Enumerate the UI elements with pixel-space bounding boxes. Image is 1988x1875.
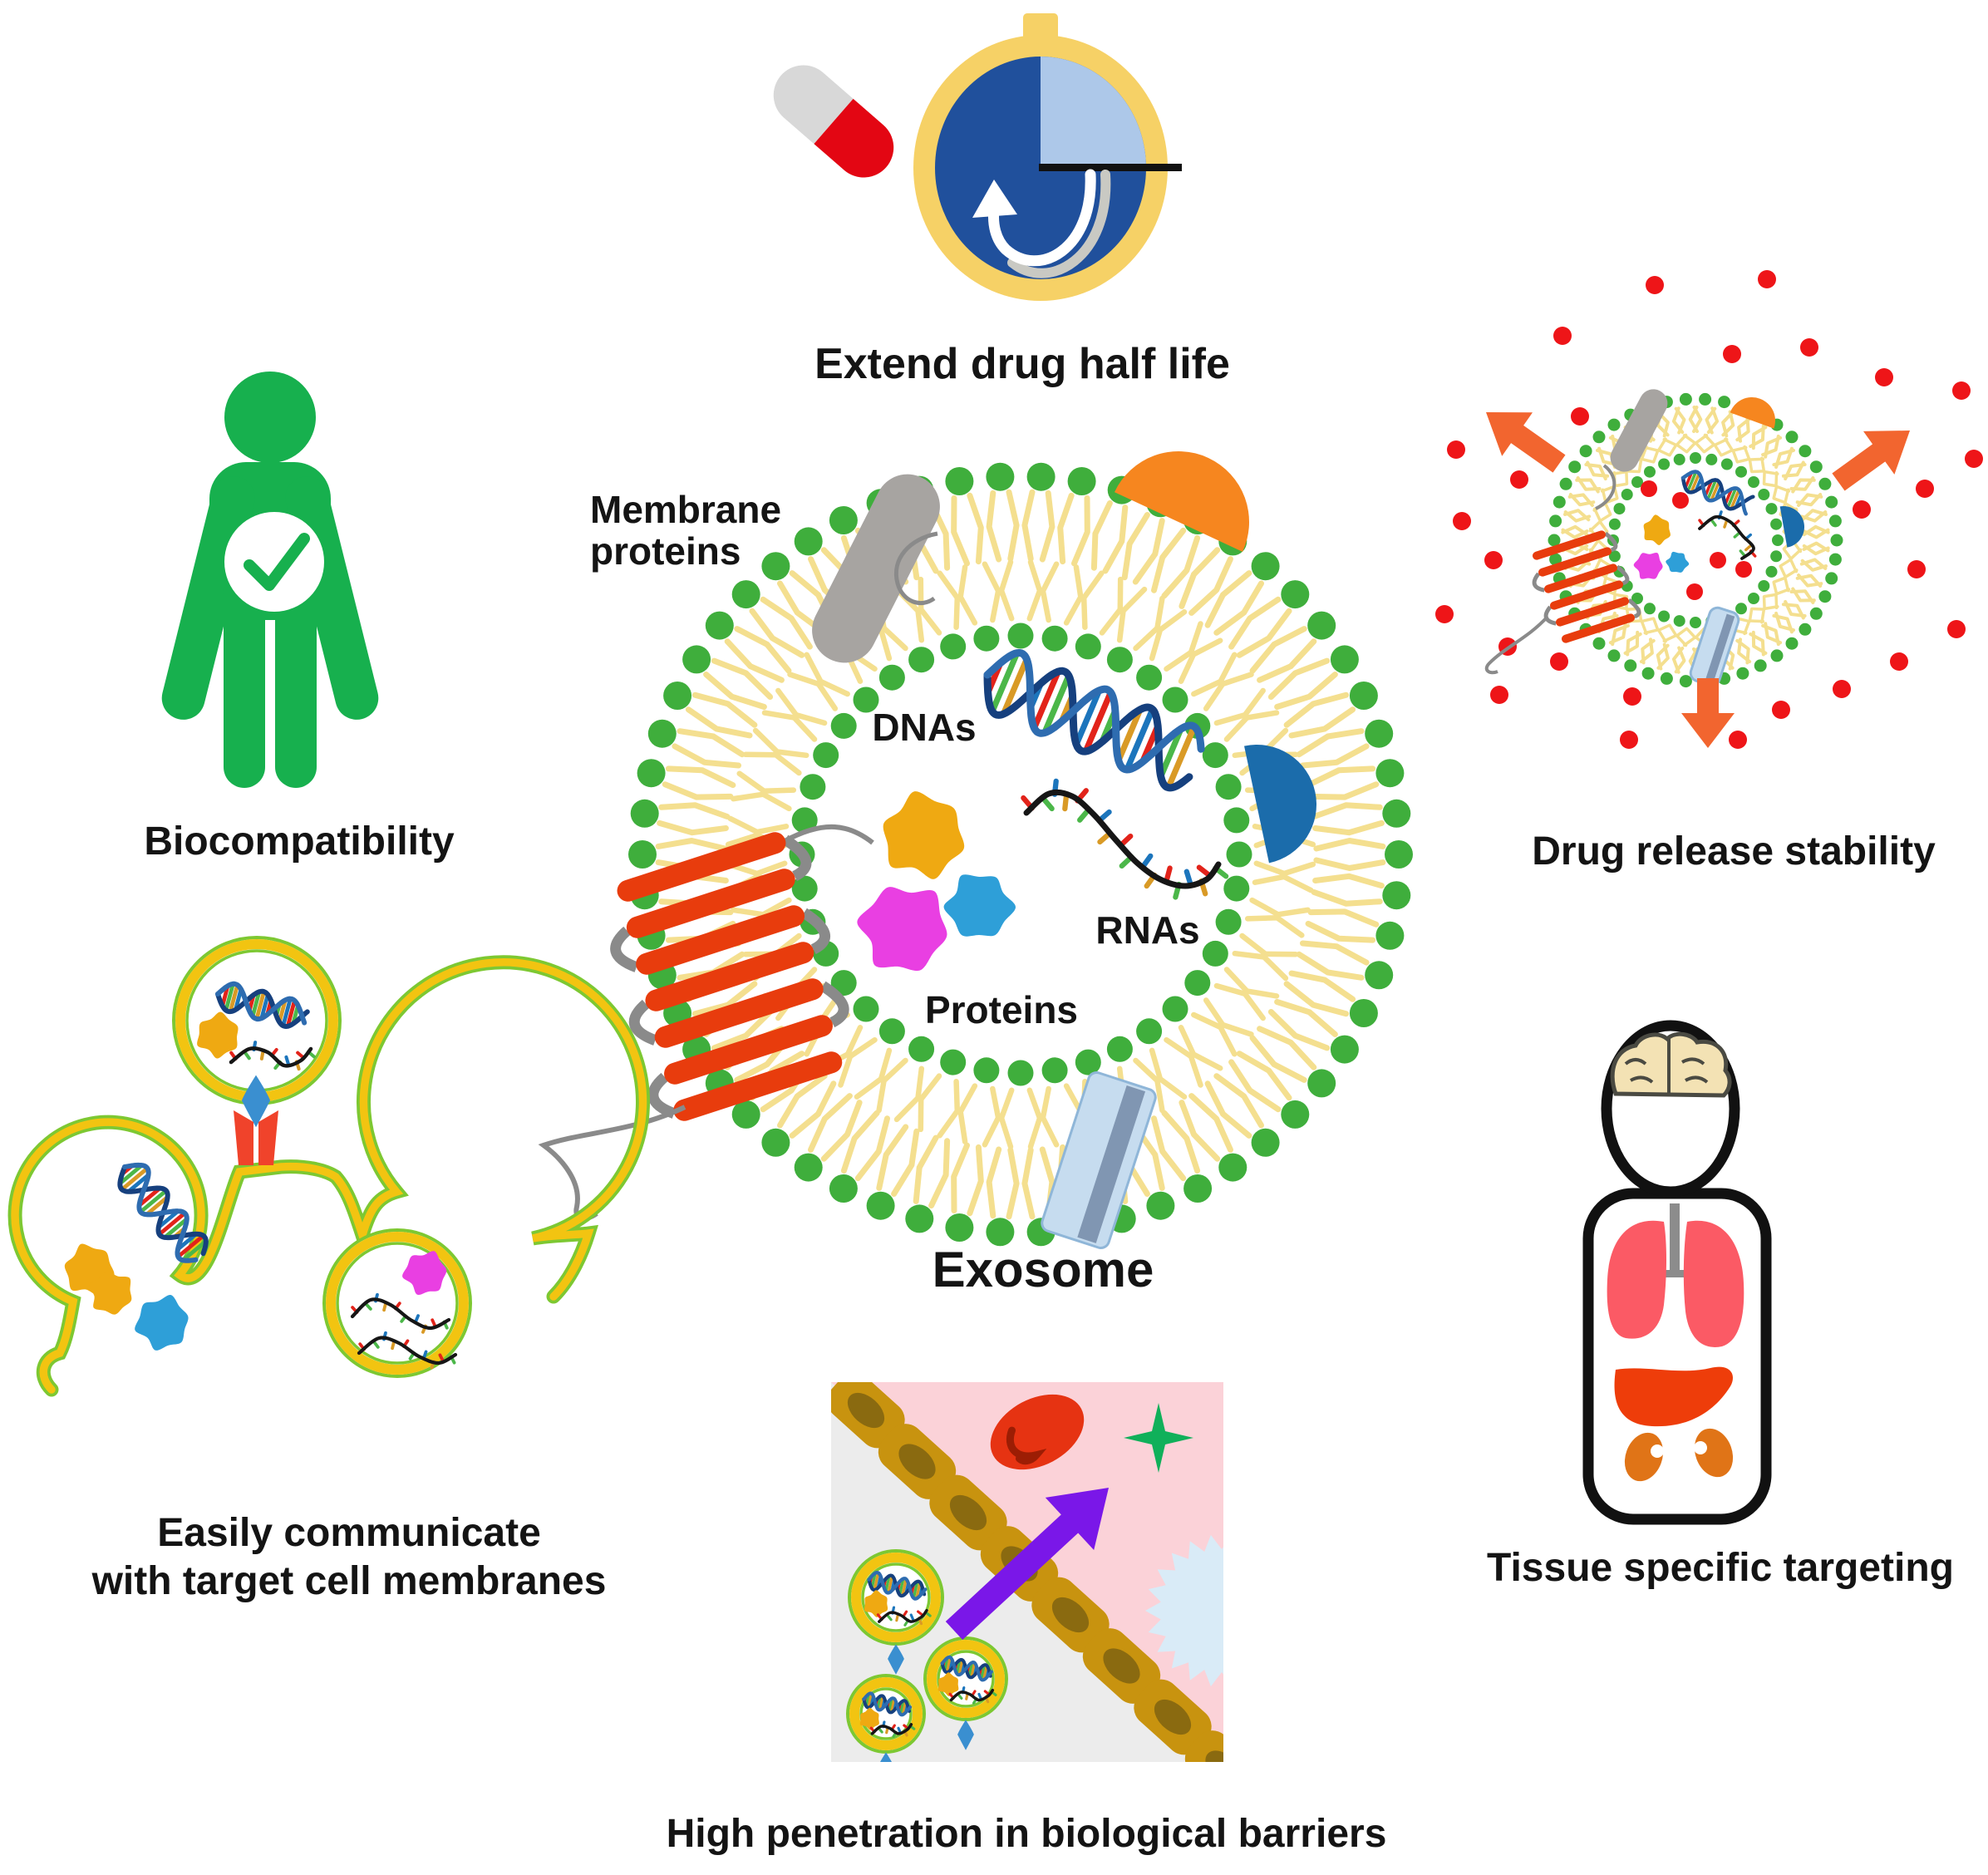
label-biocompatibility: Biocompatibility bbox=[144, 819, 455, 864]
label-communicate: Easily communicate with target cell memb… bbox=[4, 1509, 694, 1606]
label-exosome: Exosome bbox=[932, 1242, 1154, 1297]
tissue-targeting-body-icon bbox=[1582, 1020, 1772, 1525]
cell-communication-illustration bbox=[7, 936, 650, 1397]
checkmark-badge bbox=[224, 512, 324, 612]
stopwatch-icon bbox=[913, 13, 1182, 301]
label-high-penetration: High penetration in biological barriers bbox=[666, 1812, 1387, 1856]
label-proteins: Proteins bbox=[924, 988, 1079, 1031]
label-tissue-targeting: Tissue specific targeting bbox=[1487, 1546, 1954, 1590]
label-rnas: RNAs bbox=[1095, 908, 1200, 952]
label-dnas: DNAs bbox=[872, 706, 977, 749]
pill-icon bbox=[773, 65, 894, 178]
label-communicate-line1: Easily communicate bbox=[157, 1511, 541, 1555]
drug-release-illustration bbox=[1435, 270, 1983, 749]
label-membrane-proteins-line1: Membrane bbox=[590, 488, 782, 531]
biocompatibility-person-icon bbox=[161, 372, 379, 788]
label-membrane-proteins-line2: proteins bbox=[590, 529, 741, 573]
label-communicate-line2: with target cell membranes bbox=[91, 1559, 607, 1603]
label-extend-drug-half-life: Extend drug half life bbox=[814, 340, 1230, 388]
exosome-illustration bbox=[538, 451, 1413, 1249]
label-membrane-proteins: Membrane proteins bbox=[590, 489, 823, 572]
tissue-barrier-illustration bbox=[831, 1382, 1223, 1762]
label-drug-release-stability: Drug release stability bbox=[1532, 829, 1936, 874]
